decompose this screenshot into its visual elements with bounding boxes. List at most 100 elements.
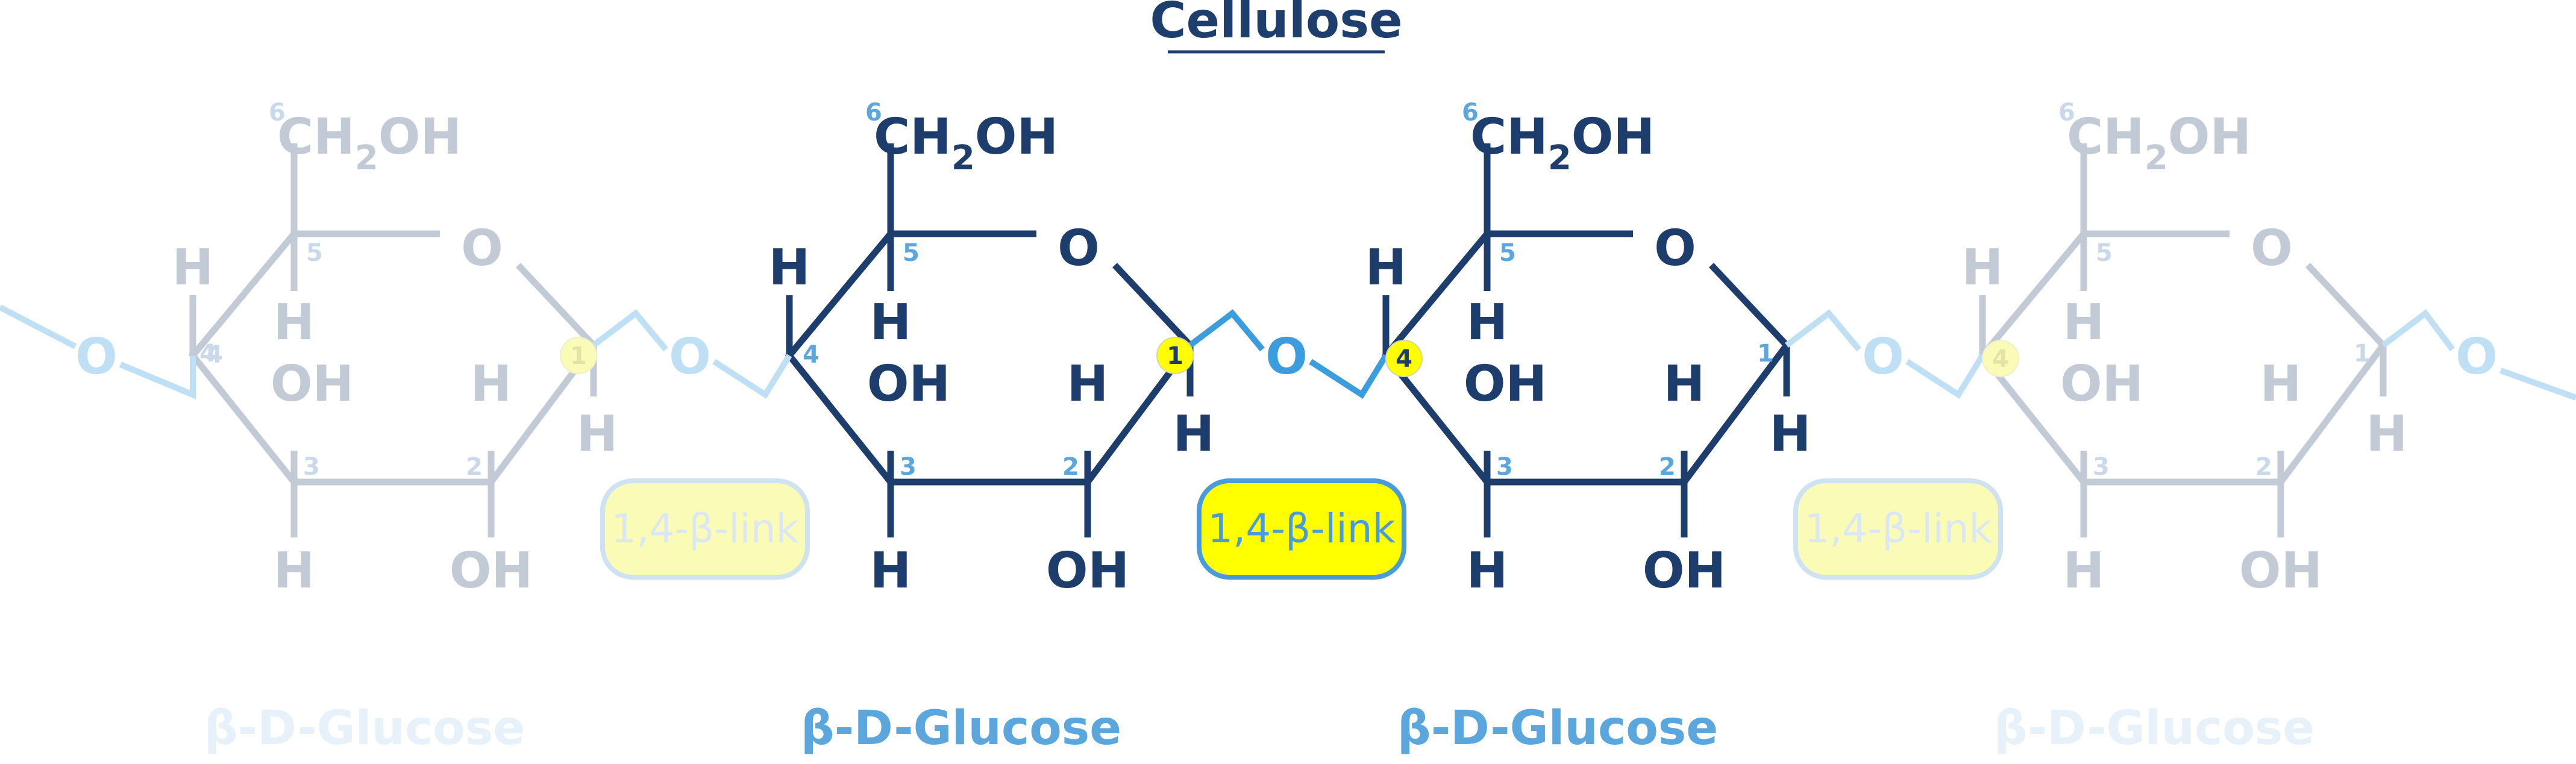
link-pill-background: [600, 478, 810, 580]
c1-highlight-unit1-marker: [560, 337, 597, 374]
hydrogen-c5: H: [1467, 294, 1508, 351]
hydrogen-c1: H: [577, 405, 618, 463]
c4-highlight-unit4-marker: [1982, 340, 2019, 377]
ring-oxygen: O: [2251, 220, 2293, 277]
c1-highlight-unit1-number: 1: [570, 342, 587, 370]
chain-bond-to-c4: [119, 355, 196, 399]
carbon-number-5: 5: [903, 239, 920, 267]
carbon-number-2: 2: [466, 453, 483, 481]
c4-number-unit1: 4: [199, 340, 216, 368]
chain-oxygen-right: O: [2455, 328, 2498, 386]
ring-bond-o-c1: [2305, 263, 2386, 348]
c1-highlight-unit2-marker: [1156, 337, 1194, 374]
carbon-number-3: 3: [1496, 453, 1513, 481]
carbon-number-6: 6: [865, 99, 882, 127]
glycosidic-bridge-3: O: [1784, 309, 1985, 399]
ch2oh-group: CH2OH: [277, 108, 462, 178]
glycosidic-bridge-1: O: [591, 309, 792, 399]
hydroxyl-c2: OH: [1643, 542, 1726, 600]
carbon-number-5: 5: [1499, 239, 1516, 267]
ring-bonds: [188, 231, 597, 486]
hydrogen-c2: H: [1664, 355, 1705, 413]
chain-bond-left: [0, 304, 77, 349]
glycosidic-bond-left: [1784, 309, 1861, 352]
carbon-number-6: 6: [2058, 99, 2075, 127]
carbon-number-2: 2: [1659, 453, 1676, 481]
carbon-number-6: 6: [269, 99, 286, 127]
carbon-number-4: 4: [206, 341, 223, 369]
hydrogen-c3: H: [870, 542, 912, 600]
bridge-oxygen: O: [1862, 328, 1904, 386]
chain-bond-right: [2381, 308, 2455, 351]
c1-highlight-unit2: 1: [1156, 337, 1194, 374]
ring-bonds: [1381, 231, 1790, 486]
glycosidic-bond-left: [1188, 309, 1265, 352]
ring-oxygen: O: [1058, 220, 1100, 277]
c4-highlight-unit4: 4: [1982, 340, 2019, 377]
carbon-number-2: 2: [1062, 453, 1079, 481]
c1-number-unit3: 1: [1757, 340, 1774, 368]
link-pill-left: 1,4-β-link: [600, 478, 810, 580]
link-pill-label: 1,4-β-link: [1208, 506, 1396, 552]
ring-bond-o-c1: [1112, 263, 1193, 348]
bridge-oxygen: O: [1265, 328, 1308, 386]
hydrogen-c4: H: [1962, 239, 2004, 296]
diagram-title: Cellulose: [1150, 0, 1402, 49]
c4-highlight-unit3-marker: [1385, 340, 1423, 377]
glucose-unit-label: β-D-Glucose: [204, 701, 525, 756]
hydrogen-c4: H: [172, 239, 214, 296]
hydrogen-c3: H: [2063, 542, 2105, 600]
carbon-number-6: 6: [1462, 99, 1479, 127]
link-pill-label: 1,4-β-link: [1804, 506, 1992, 552]
link-pill-background: [1197, 478, 1406, 580]
ch2oh-group: CH2OH: [2067, 108, 2251, 178]
chain-oxygen-left: O: [75, 328, 118, 386]
carbon-number-4: 4: [803, 341, 819, 369]
link-pill-background: [1793, 478, 2003, 580]
c1-highlight-unit2-number: 1: [1167, 342, 1183, 370]
c4-highlight-unit3: 4: [1385, 340, 1423, 377]
c4-highlight-unit4-number: 4: [1992, 345, 2009, 373]
glucose-unit-label: β-D-Glucose: [1994, 701, 2314, 756]
link-pill-right: 1,4-β-link: [1793, 478, 2003, 580]
hydrogen-c5: H: [2063, 294, 2105, 351]
link-pill-label: 1,4-β-link: [611, 506, 799, 552]
c1-number-unit4: 1: [2354, 340, 2371, 368]
ring-oxygen: O: [461, 220, 503, 277]
ch2oh-group: CH2OH: [874, 108, 1058, 178]
chain-end-left: O: [0, 304, 196, 399]
hydroxyl-c2: OH: [450, 542, 533, 600]
glycosidic-bond-right: [1905, 354, 1985, 399]
glucose-unit-label: β-D-Glucose: [801, 701, 1121, 756]
hydrogen-c1: H: [1173, 405, 1215, 463]
glycosidic-bond-right: [712, 354, 792, 399]
carbon-number-5: 5: [2096, 239, 2113, 267]
hydrogen-c4: H: [1365, 239, 1407, 296]
ring-bonds: [1978, 231, 2386, 486]
hydroxyl-c2: OH: [1046, 542, 1129, 600]
hydroxyl-c3: OH: [1464, 355, 1547, 413]
glycosidic-bridge-2: O: [1188, 309, 1389, 399]
hydrogen-c4: H: [769, 239, 810, 296]
carbon-number-2: 2: [2255, 453, 2272, 481]
hydrogen-c5: H: [870, 294, 912, 351]
chain-end-right: O: [2381, 308, 2576, 401]
glycosidic-bond-right: [1309, 354, 1389, 399]
ring-bonds: [785, 231, 1193, 486]
hydrogen-c3: H: [274, 542, 315, 600]
c1-highlight-unit1: 1: [560, 337, 597, 374]
hydroxyl-c3: OH: [2060, 355, 2143, 413]
carbon-number-3: 3: [303, 453, 320, 481]
hydrogen-c5: H: [274, 294, 315, 351]
carbon-number-3: 3: [900, 453, 917, 481]
hydrogen-c1: H: [1770, 405, 1811, 463]
hydrogen-c2: H: [471, 355, 512, 413]
hydroxyl-c2: OH: [2239, 542, 2322, 600]
ring-bond-o-c1: [1708, 263, 1790, 348]
